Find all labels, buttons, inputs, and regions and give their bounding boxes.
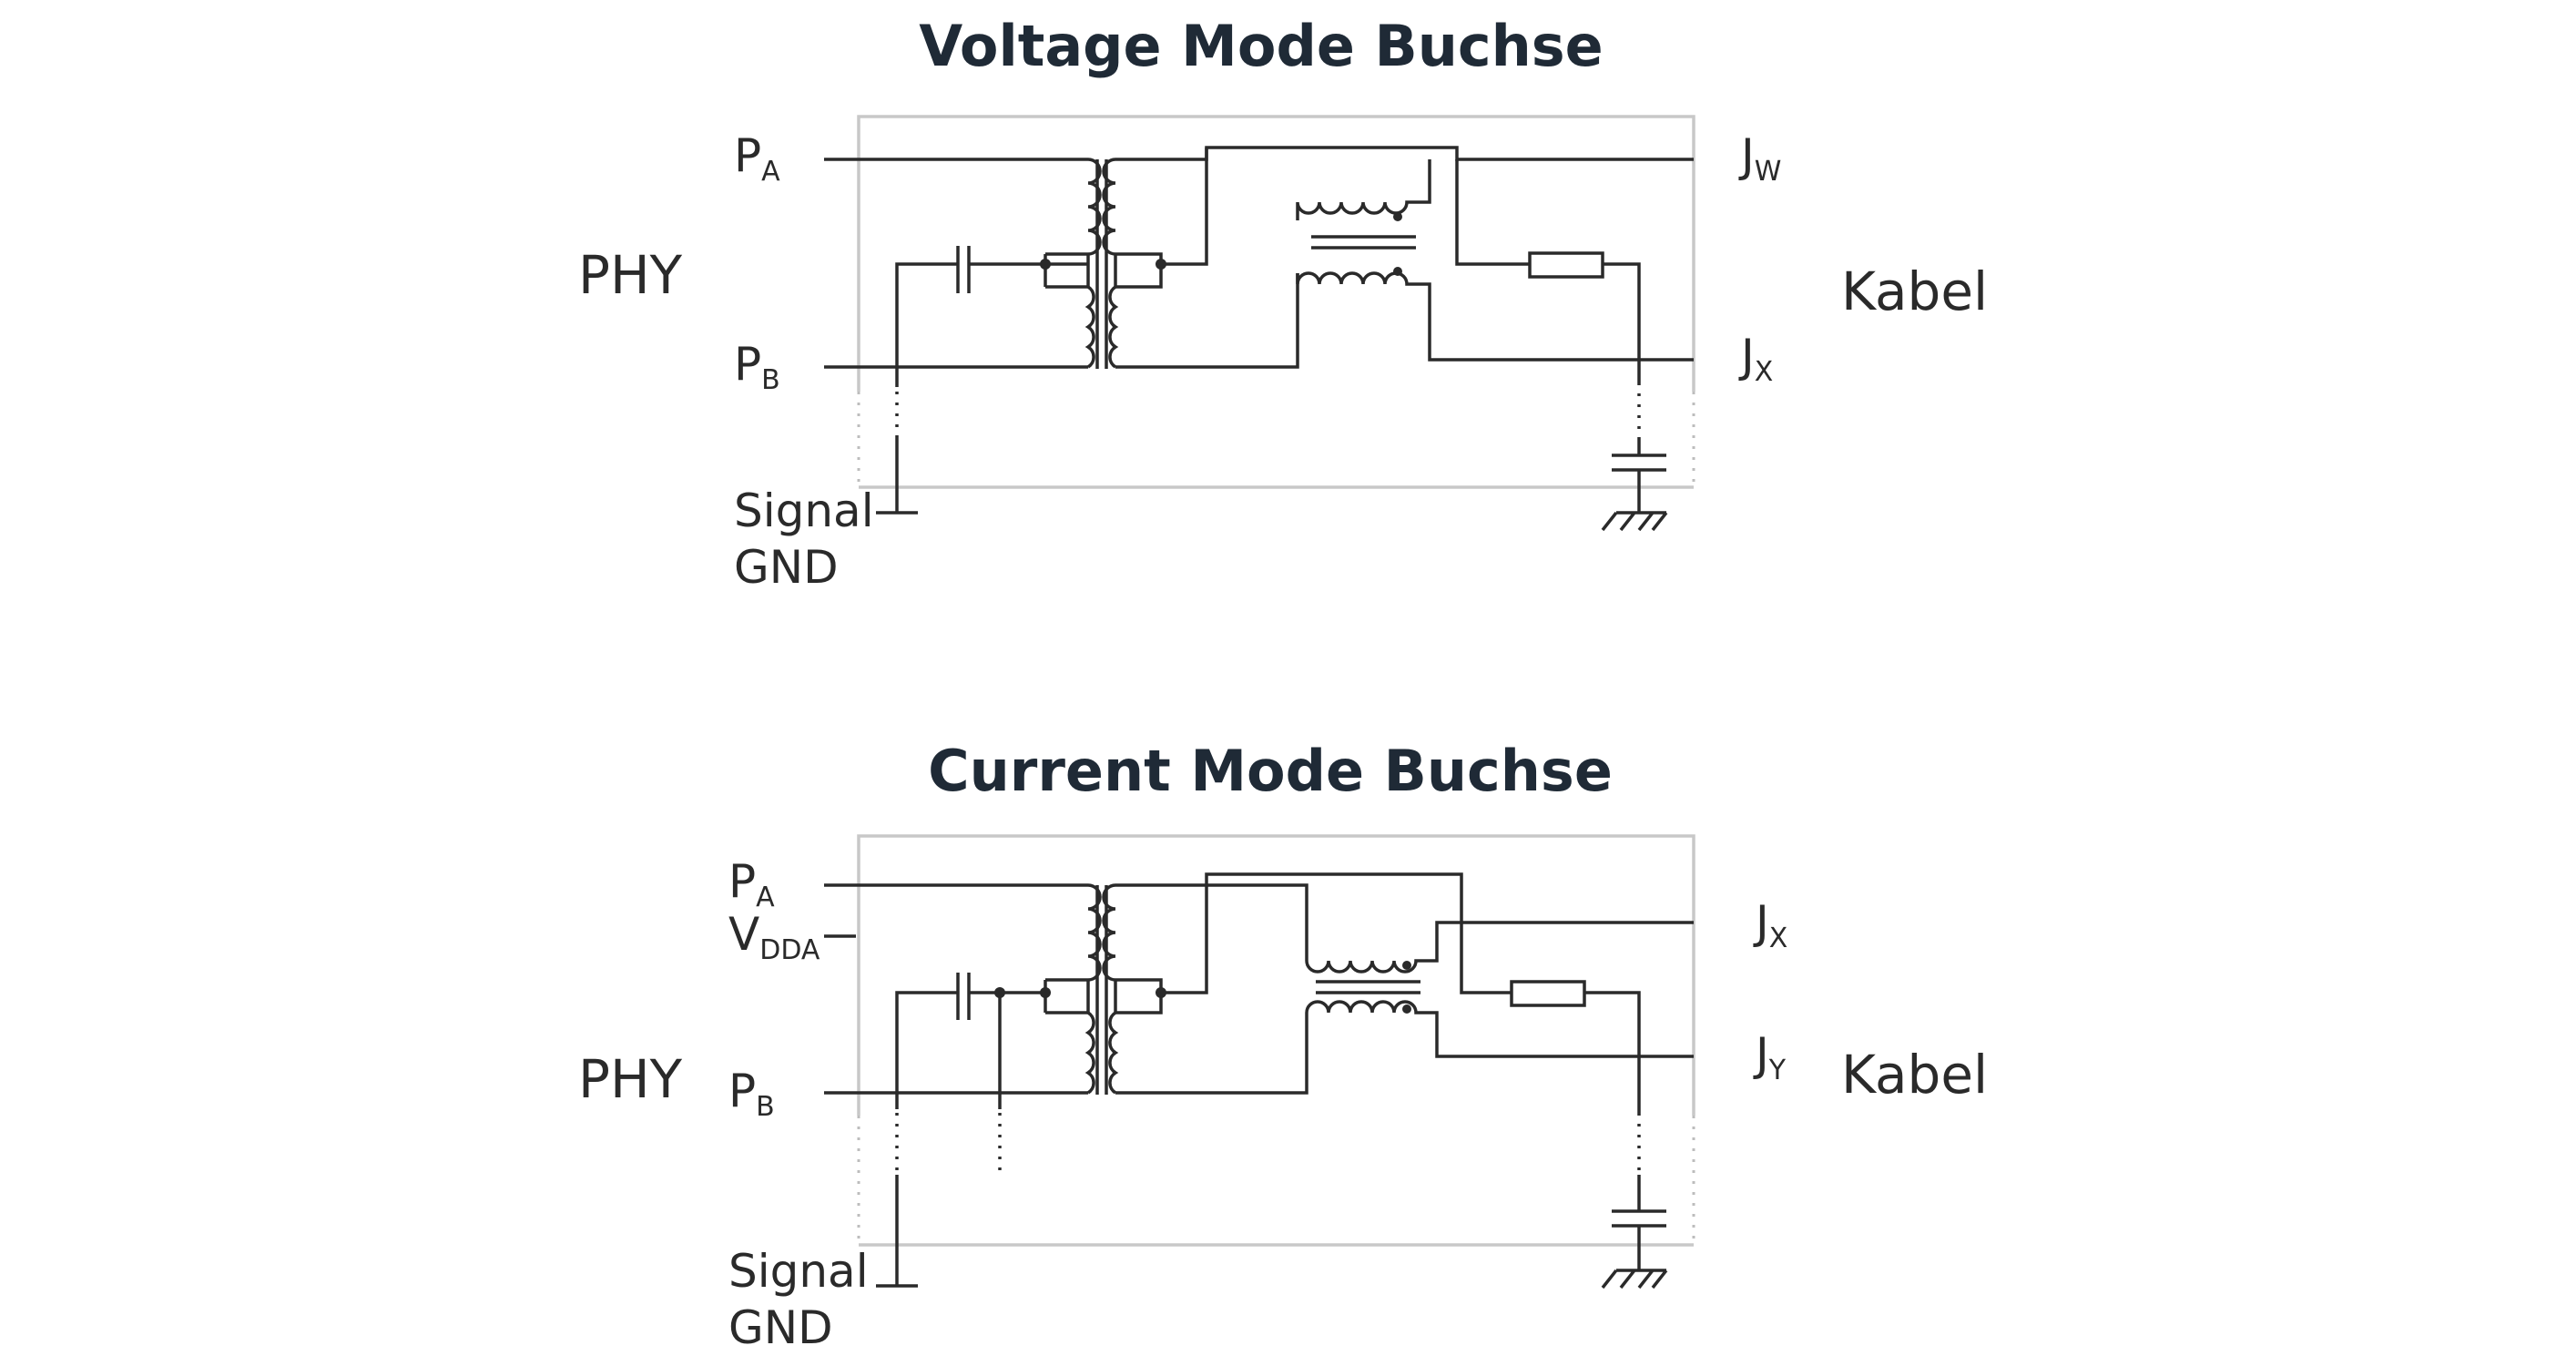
decoupling-capacitor	[895, 246, 1045, 387]
common-mode-choke	[1296, 159, 1694, 362]
chassis-capacitor	[1612, 437, 1666, 513]
wire-secondary-bottom	[1115, 273, 1299, 369]
current-mode-diagram: Current Mode Buchse PHY PA VDDA PB Signa…	[578, 738, 1988, 1354]
pin-pb-label: PB	[728, 1065, 775, 1123]
chassis-ground-icon	[1601, 511, 1668, 532]
termination-resistor	[1455, 159, 1641, 382]
diagram-title: Voltage Mode Buchse	[919, 13, 1603, 79]
junction-node	[1156, 987, 1166, 998]
decoupling-capacitor	[895, 973, 1002, 1109]
pin-vdda-label: VDDA	[728, 908, 820, 966]
wire-secondary-bottom	[1115, 1013, 1308, 1095]
termination-resistor	[1510, 980, 1641, 1113]
wire-secondary-top	[1115, 872, 1512, 994]
phy-label: PHY	[578, 1048, 683, 1110]
junction-node	[1156, 259, 1166, 270]
pin-jw-label: JW	[1738, 129, 1781, 188]
kabel-label: Kabel	[1841, 1044, 1988, 1106]
wire-secondary-center	[1202, 885, 1208, 994]
signal-gnd-symbol	[876, 1175, 918, 1288]
signal-transformer	[1044, 158, 1202, 369]
module-outline	[857, 115, 1695, 489]
module-outline	[857, 834, 1695, 1247]
wire-choke-top	[1207, 883, 1308, 961]
kabel-label: Kabel	[1841, 260, 1988, 322]
phy-label: PHY	[578, 244, 683, 306]
pin-pb-label: PB	[734, 338, 780, 396]
signal-gnd-label: Signal	[734, 484, 874, 537]
junction-node	[1040, 987, 1051, 998]
signal-gnd-label: GND	[728, 1301, 833, 1354]
pin-pa-label: PA	[734, 129, 780, 188]
pin-jx-label: JX	[1738, 330, 1773, 388]
chassis-ground-icon	[1601, 1269, 1668, 1290]
pin-jy-label: JY	[1753, 1028, 1787, 1086]
wire-secondary-center	[1202, 148, 1208, 266]
signal-transformer	[1000, 883, 1202, 1095]
voltage-mode-diagram: Voltage Mode Buchse PHY PA PB Signal GND…	[578, 13, 1988, 594]
pin-jx-label: JX	[1753, 896, 1787, 954]
diagram-title: Current Mode Buchse	[928, 738, 1613, 804]
common-mode-choke	[1305, 921, 1694, 1058]
wire-secondary-top	[1115, 146, 1694, 161]
chassis-capacitor	[1612, 1175, 1666, 1270]
pin-pa-label: PA	[728, 855, 775, 913]
signal-gnd-label: GND	[734, 541, 839, 594]
signal-gnd-symbol	[876, 437, 918, 515]
signal-gnd-label: Signal	[728, 1245, 869, 1298]
